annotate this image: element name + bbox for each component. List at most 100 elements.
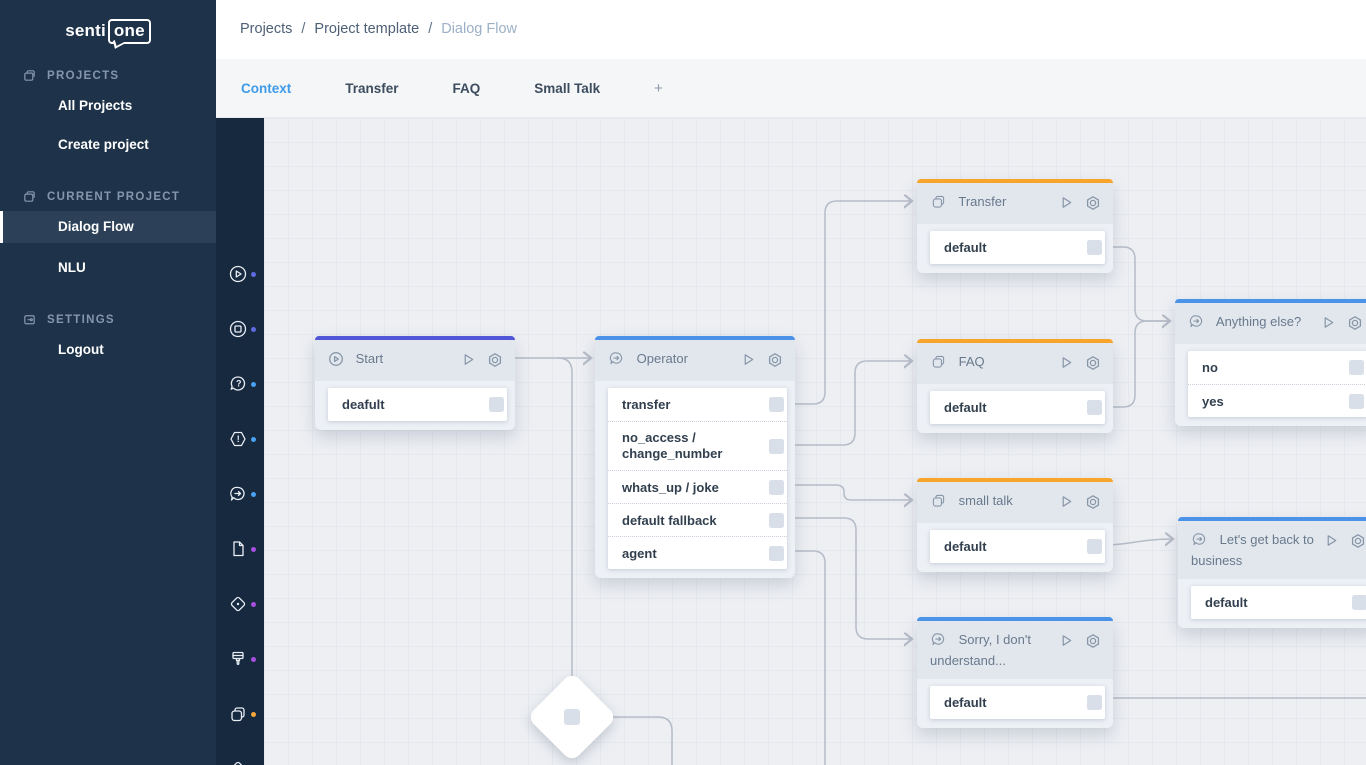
- node-title: Start: [355, 351, 384, 366]
- node-settings-button[interactable]: [1350, 533, 1366, 549]
- node-accent-bar: [1178, 517, 1366, 521]
- flow-node-faq[interactable]: FAQ default: [917, 339, 1113, 433]
- node-output-row[interactable]: default: [930, 530, 1105, 563]
- logo-bubble: one: [107, 19, 151, 44]
- sidebar-item-dialog-flow[interactable]: Dialog Flow: [0, 211, 216, 243]
- node-output-row[interactable]: whats_up / joke: [608, 470, 787, 503]
- row-label: default: [944, 240, 987, 255]
- node-settings-button[interactable]: [1085, 633, 1101, 649]
- flow-node-operator[interactable]: Operator transfer no_access / change_num…: [595, 336, 795, 578]
- flow-node-lets-get-back[interactable]: Let's get back to business default: [1178, 517, 1366, 628]
- node-output-row[interactable]: default: [1191, 586, 1366, 619]
- flow-node-transfer[interactable]: Transfer default: [917, 179, 1113, 273]
- play-circle-icon: [229, 265, 247, 283]
- row-label: whats_up / joke: [622, 479, 719, 495]
- breadcrumb: Projects/Project template/Dialog Flow: [216, 0, 1366, 59]
- row-label: default: [944, 400, 987, 415]
- flow-node-start[interactable]: Start deafult: [315, 336, 515, 430]
- run-node-button[interactable]: [1059, 355, 1074, 371]
- row-label: no_access / change_number: [622, 430, 723, 461]
- node-settings-button[interactable]: [487, 352, 503, 368]
- node-output-row[interactable]: transfer: [608, 388, 787, 421]
- breadcrumb-separator: /: [428, 21, 433, 37]
- speech-bubble-icon: [1188, 313, 1205, 334]
- row-label: agent: [622, 545, 657, 561]
- node-output-row[interactable]: yes: [1188, 384, 1366, 417]
- node-output-row[interactable]: default fallback: [608, 503, 787, 536]
- output-port[interactable]: [769, 479, 784, 495]
- flow-node-sorry[interactable]: Sorry, I don't understand... default: [917, 617, 1113, 728]
- output-port[interactable]: [1087, 695, 1102, 710]
- output-port[interactable]: [489, 397, 504, 412]
- sidebar-item-nlu[interactable]: NLU: [58, 260, 86, 275]
- output-port[interactable]: [769, 512, 784, 528]
- settings-icon: [24, 315, 35, 325]
- sidebar-item-logout[interactable]: Logout: [58, 342, 104, 357]
- run-node-button[interactable]: [1321, 315, 1336, 331]
- paint-brush-icon: [232, 651, 244, 665]
- stop-circle-icon: [229, 320, 247, 338]
- node-settings-button[interactable]: [1085, 355, 1101, 371]
- flow-node-small-talk[interactable]: small talk default: [917, 478, 1113, 572]
- svg-text:!: !: [237, 434, 240, 444]
- palette-diamond-arrow[interactable]: [216, 757, 264, 765]
- palette-document[interactable]: [216, 537, 264, 561]
- palette-diamond-dot[interactable]: [216, 592, 264, 616]
- breadcrumb-projects[interactable]: Projects: [240, 21, 293, 37]
- node-output-row[interactable]: default: [930, 391, 1105, 424]
- node-output-row[interactable]: deafult: [328, 388, 507, 421]
- output-port[interactable]: [1087, 240, 1102, 255]
- output-port[interactable]: [769, 438, 784, 454]
- run-node-button[interactable]: [1324, 533, 1339, 549]
- node-output-row[interactable]: default: [930, 231, 1105, 264]
- stacked-cards-icon: [930, 353, 947, 374]
- palette-dot: [251, 601, 256, 607]
- output-port[interactable]: [769, 397, 784, 412]
- palette-speech-bubble[interactable]: [216, 482, 264, 506]
- run-node-button[interactable]: [741, 352, 756, 368]
- run-node-button[interactable]: [1059, 195, 1074, 211]
- connections-layer: [515, 118, 1366, 765]
- palette-paint-brush[interactable]: [216, 647, 264, 671]
- node-settings-button[interactable]: [1085, 494, 1101, 510]
- node-output-row[interactable]: no_access / change_number: [608, 421, 787, 470]
- node-settings-button[interactable]: [767, 352, 783, 368]
- run-node-button[interactable]: [461, 352, 476, 368]
- sidebar-item-all-projects[interactable]: All Projects: [58, 98, 133, 113]
- output-port[interactable]: [1087, 400, 1102, 415]
- palette-play-circle[interactable]: [216, 262, 264, 286]
- run-node-button[interactable]: [1059, 633, 1074, 649]
- output-port[interactable]: [1349, 360, 1364, 375]
- node-output-row[interactable]: default: [930, 686, 1105, 719]
- tab-context[interactable]: Context: [241, 80, 292, 96]
- node-output-row[interactable]: no: [1188, 351, 1366, 384]
- palette-warning-hexagon[interactable]: !: [216, 427, 264, 451]
- run-node-button[interactable]: [1059, 494, 1074, 510]
- tab-transfer[interactable]: Transfer: [345, 80, 399, 96]
- node-title: FAQ: [958, 354, 985, 369]
- palette-stacked-cards[interactable]: [216, 702, 264, 726]
- flow-node-anything-else[interactable]: Anything else? no yes: [1175, 299, 1366, 426]
- output-port[interactable]: [1349, 393, 1364, 409]
- node-settings-button[interactable]: [1347, 315, 1363, 331]
- tab-faq[interactable]: FAQ: [452, 80, 481, 96]
- junction-port[interactable]: [564, 709, 580, 725]
- palette-dot: [251, 656, 256, 662]
- output-port[interactable]: [1087, 539, 1102, 554]
- palette-stop-circle[interactable]: [216, 317, 264, 341]
- add-tab-button[interactable]: +: [654, 79, 663, 97]
- section-label: CURRENT PROJECT: [47, 190, 181, 203]
- row-label: default fallback: [622, 512, 717, 528]
- node-output-row[interactable]: agent: [608, 536, 787, 569]
- breadcrumb-project-template[interactable]: Project template: [314, 21, 420, 37]
- node-settings-button[interactable]: [1085, 195, 1101, 211]
- sidebar-item-create-project[interactable]: Create project: [58, 137, 149, 152]
- stacked-cards-icon: [930, 193, 947, 214]
- palette-question-bubble[interactable]: ?: [216, 372, 264, 396]
- output-port[interactable]: [769, 545, 784, 561]
- output-port[interactable]: [1352, 595, 1366, 610]
- start-icon: [328, 351, 344, 371]
- flow-canvas[interactable]: Start deafult Operator transfer no_acces…: [264, 118, 1366, 765]
- tab-small-talk[interactable]: Small Talk: [534, 80, 601, 96]
